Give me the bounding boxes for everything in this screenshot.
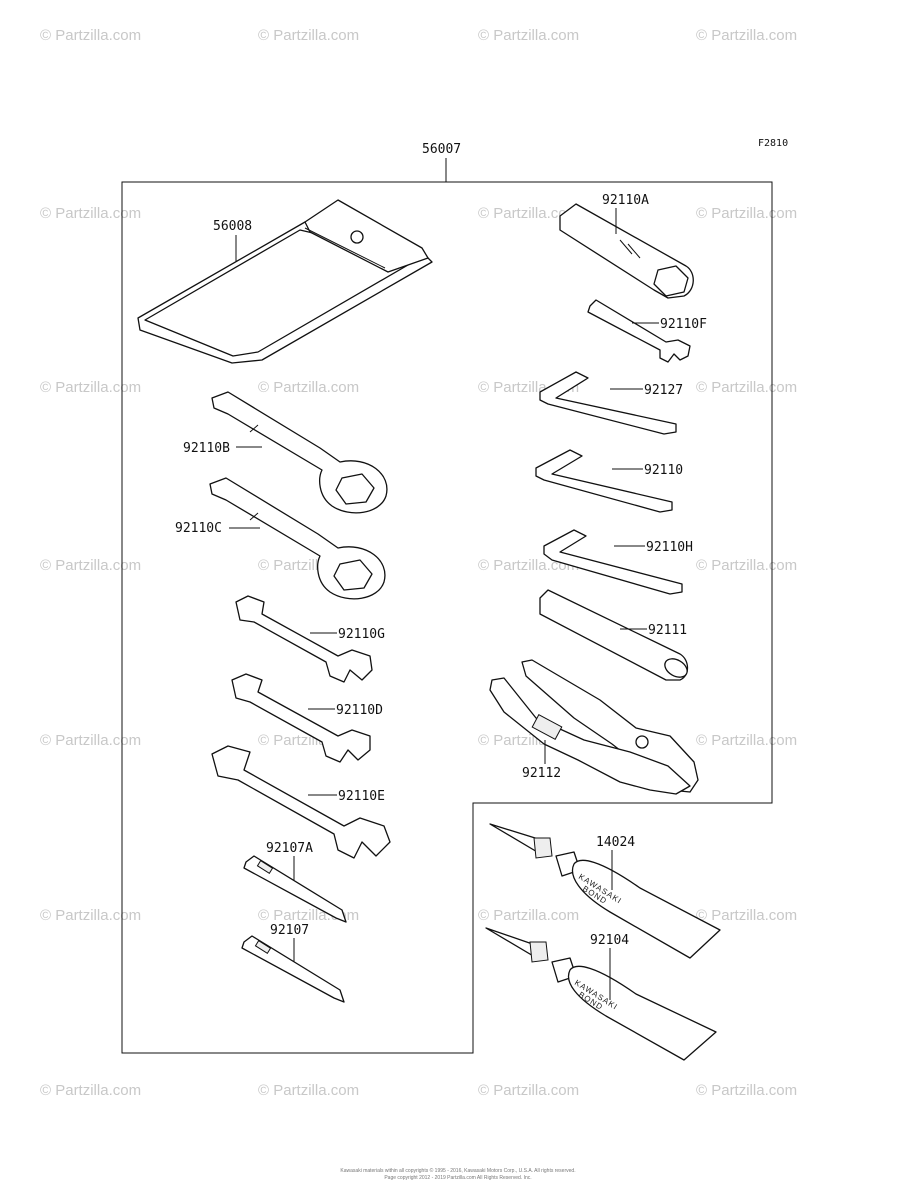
plug-wrench: [559, 203, 694, 299]
figure-code: F2810: [758, 138, 788, 149]
watermark: © Partzilla.com: [40, 732, 141, 749]
watermark: © Partzilla.com: [478, 205, 579, 222]
tool-bag: [137, 199, 433, 364]
watermark: © Partzilla.com: [478, 557, 579, 574]
watermark: © Partzilla.com: [40, 379, 141, 396]
watermark: © Partzilla.com: [696, 27, 797, 44]
footer-page-copyright: Page copyright 2012 - 2019 Partzilla.com…: [384, 1175, 531, 1181]
watermark: © Partzilla.com: [696, 205, 797, 222]
screwdriver: [241, 935, 345, 1003]
label-92107A: 92107A: [266, 841, 313, 856]
ring-wrench-b: [211, 391, 388, 514]
watermark: © Partzilla.com: [478, 907, 579, 924]
watermark: © Partzilla.com: [40, 557, 141, 574]
watermark: © Partzilla.com: [258, 1082, 359, 1099]
watermark: © Partzilla.com: [40, 907, 141, 924]
hex-key-h: [543, 529, 683, 595]
open-wrench-e: [211, 745, 391, 859]
label-92112: 92112: [522, 766, 561, 781]
watermark: © Partzilla.com: [478, 1082, 579, 1099]
watermark: © Partzilla.com: [40, 1082, 141, 1099]
label-92110H: 92110H: [646, 540, 693, 555]
spanner-f: [587, 299, 691, 363]
watermark: © Partzilla.com: [40, 27, 141, 44]
label-56008: 56008: [213, 219, 252, 234]
label-92111: 92111: [648, 623, 687, 638]
label-92110C: 92110C: [175, 521, 222, 536]
watermark: © Partzilla.com: [696, 557, 797, 574]
pliers: [489, 659, 699, 795]
label-92110D: 92110D: [336, 703, 383, 718]
watermark: © Partzilla.com: [258, 27, 359, 44]
label-92110G: 92110G: [338, 627, 385, 642]
watermark: © Partzilla.com: [40, 205, 141, 222]
watermark: © Partzilla.com: [258, 379, 359, 396]
ring-wrench-c: [209, 477, 386, 600]
screwdriver-bit-a: [243, 855, 347, 923]
hex-key-127: [539, 371, 677, 435]
label-92110: 92110: [644, 463, 683, 478]
label-92110E: 92110E: [338, 789, 385, 804]
open-wrench-d: [231, 673, 371, 763]
watermark: © Partzilla.com: [696, 379, 797, 396]
kit-outline: [121, 181, 773, 1054]
watermark: © Partzilla.com: [478, 27, 579, 44]
label-92110F: 92110F: [660, 317, 707, 332]
footer-copyright: Kawasaki materials within all copyrights…: [340, 1167, 575, 1174]
watermark-layer: © Partzilla.com © Partzilla.com © Partzi…: [40, 27, 797, 1099]
watermark: © Partzilla.com: [696, 907, 797, 924]
label-14024: 14024: [596, 835, 635, 850]
watermark: © Partzilla.com: [696, 1082, 797, 1099]
open-wrench-g: [235, 595, 373, 683]
handle-bar: [539, 589, 689, 681]
label-92127: 92127: [644, 383, 683, 398]
hex-key: [535, 449, 673, 513]
label-92110B: 92110B: [183, 441, 230, 456]
label-92107: 92107: [270, 923, 309, 938]
label-92110A: 92110A: [602, 193, 649, 208]
label-92104: 92104: [590, 933, 629, 948]
watermark: © Partzilla.com: [696, 732, 797, 749]
assembly-label: 56007: [422, 142, 461, 157]
